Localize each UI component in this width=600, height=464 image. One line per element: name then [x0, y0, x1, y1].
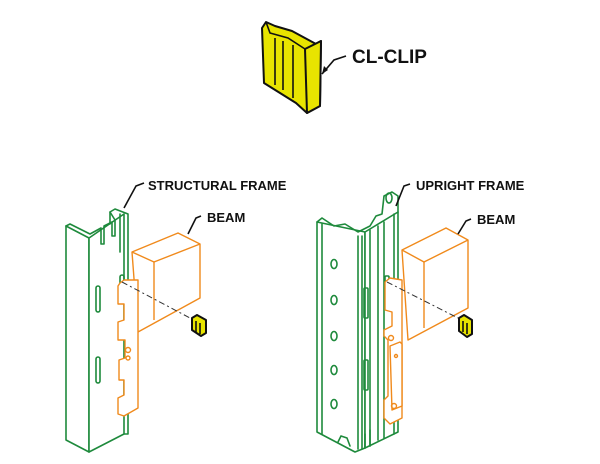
structural-frame-label: STRUCTURAL FRAME	[148, 178, 287, 193]
right-beam-leader-arrow	[457, 218, 472, 235]
left-clip-insert-line	[121, 281, 191, 319]
upright-frame-leader-arrow	[395, 183, 411, 207]
clip-label: CL-CLIP	[352, 47, 427, 68]
cl-clip-small-right	[458, 314, 473, 338]
right-clip-insert-line	[386, 281, 459, 319]
structural-frame-leader-arrow	[123, 182, 145, 209]
cl-clip-large	[261, 21, 322, 114]
right-beam-label: BEAM	[477, 212, 515, 227]
cl-clip-small-left	[191, 314, 207, 337]
left-beam-leader-arrow	[187, 215, 202, 235]
left-beam-label: BEAM	[207, 210, 245, 225]
structural-beam	[117, 232, 201, 417]
clip-arrowhead-icon	[322, 66, 328, 74]
upright-frame-label: UPRIGHT FRAME	[416, 178, 525, 193]
structural-frame	[65, 208, 129, 453]
upright-beam	[383, 227, 469, 425]
